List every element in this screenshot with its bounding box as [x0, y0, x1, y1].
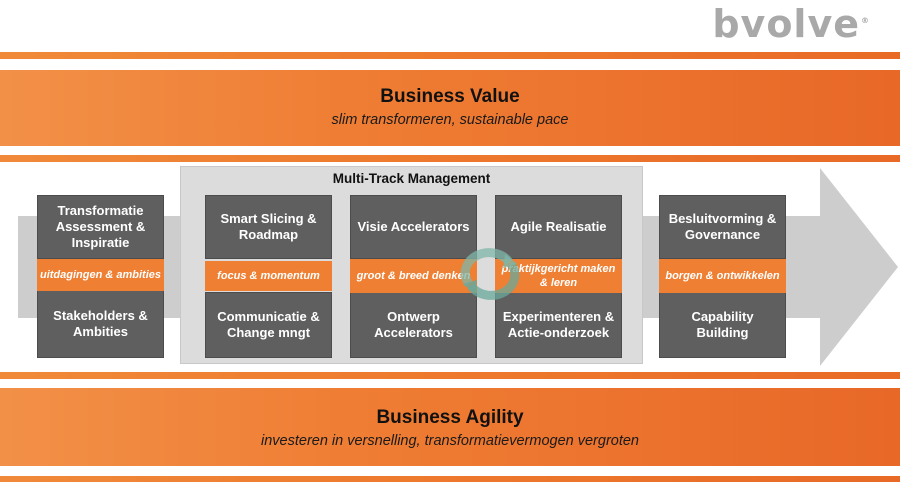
tag-borgen-ontwikkelen: borgen & ontwikkelen [659, 259, 786, 293]
box-agile-realisatie: Agile Realisatie [495, 195, 622, 259]
column-transformatie: Transformatie Assessment & Inspiratie St… [37, 195, 164, 358]
business-value-title: Business Value [380, 86, 520, 107]
column-agile: Agile Realisatie Experimenteren & Actie-… [495, 195, 622, 358]
business-value-band: Business Value slim transformeren, susta… [0, 70, 900, 146]
box-transformatie-assessment: Transformatie Assessment & Inspiratie [37, 195, 164, 259]
top-lower-stripe [0, 155, 900, 162]
tag-uitdagingen-ambities: uitdagingen & ambities [37, 259, 164, 291]
tag-focus-momentum: focus & momentum [205, 261, 332, 291]
box-visie-accelerators: Visie Accelerators [350, 195, 477, 259]
bvolve-logo: bvolve® [712, 2, 870, 46]
box-experimenteren: Experimenteren & Actie-onderzoek [495, 292, 622, 358]
box-smart-slicing-roadmap: Smart Slicing & Roadmap [205, 195, 332, 259]
box-communicatie-change: Communicatie & Change mngt [205, 292, 332, 358]
top-thin-stripe [0, 52, 900, 59]
bottom-upper-stripe [0, 372, 900, 379]
tag-groot-breed-denken: groot & breed denken [350, 259, 477, 293]
box-capability-building: Capability Building [659, 292, 786, 358]
logo-text: bvolve [712, 2, 860, 46]
column-visie: Visie Accelerators Ontwerp Accelerators [350, 195, 477, 358]
registered-mark: ® [861, 16, 870, 26]
business-agility-title: Business Agility [376, 407, 524, 428]
box-ontwerp-accelerators: Ontwerp Accelerators [350, 292, 477, 358]
box-stakeholders-ambities: Stakeholders & Ambities [37, 290, 164, 358]
box-besluitvorming-governance: Besluitvorming & Governance [659, 195, 786, 259]
cycle-icon [460, 248, 520, 300]
column-smart-slicing: Smart Slicing & Roadmap Communicatie & C… [205, 195, 332, 358]
business-agility-band: Business Agility investeren in versnelli… [0, 388, 900, 466]
business-value-subtitle: slim transformeren, sustainable pace [331, 112, 569, 128]
bottom-thin-stripe [0, 476, 900, 482]
column-besluitvorming: Besluitvorming & Governance Capability B… [659, 195, 786, 358]
business-agility-subtitle: investeren in versnelling, transformatie… [261, 433, 639, 449]
multi-track-title: Multi-Track Management [332, 171, 491, 186]
